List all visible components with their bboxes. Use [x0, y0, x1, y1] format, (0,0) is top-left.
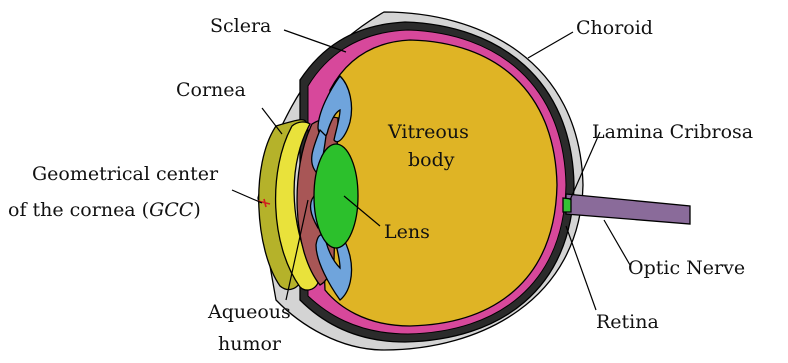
choroid-leader [528, 32, 573, 58]
optic-nerve [566, 194, 690, 224]
aqueous-label-line2: humor [218, 333, 282, 355]
retina-leader [566, 226, 596, 310]
aqueous-label-line1: Aqueous [207, 301, 291, 323]
lens-label: Lens [384, 221, 430, 243]
retina-label: Retina [596, 311, 659, 333]
sclera-leader [284, 30, 346, 52]
gcc-leader [232, 190, 262, 203]
choroid-label: Choroid [576, 17, 653, 39]
lamina-cribrosa-label: Lamina Cribrosa [592, 121, 753, 143]
sclera-label: Sclera [210, 15, 271, 37]
cornea-label: Cornea [176, 79, 246, 101]
gcc-label-line2: of the cornea (GCC) [8, 199, 201, 221]
vitreous-label-line2: body [408, 149, 455, 171]
vitreous-label-line1: Vitreous [387, 121, 469, 143]
cornea-leader [262, 108, 282, 134]
optic-nerve-leader [604, 220, 630, 265]
lamina-cribrosa [563, 198, 571, 212]
lens [314, 144, 358, 248]
gcc-label-line1: Geometrical center [32, 163, 219, 185]
optic-nerve-label: Optic Nerve [628, 257, 745, 279]
